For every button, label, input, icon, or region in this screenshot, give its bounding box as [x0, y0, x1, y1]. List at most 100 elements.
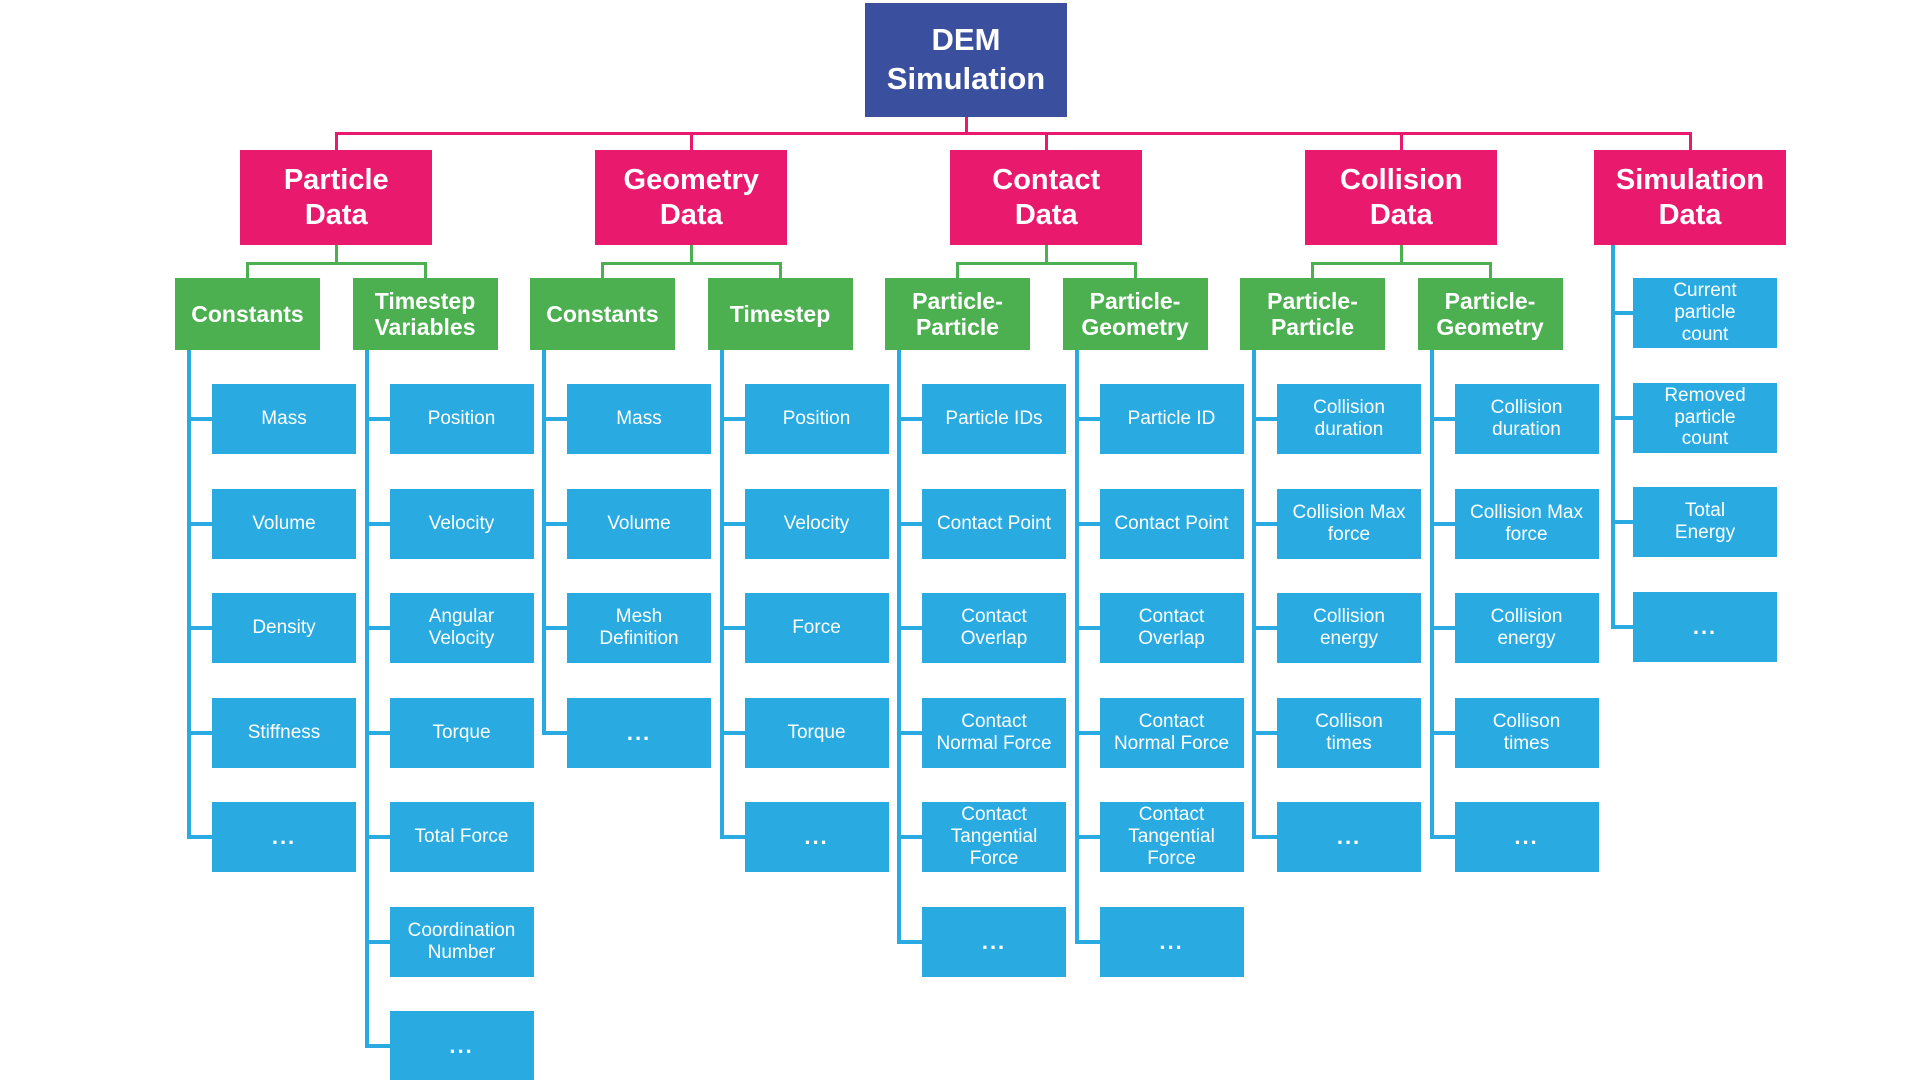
leaf-node-contact-overlap: Contact Overlap — [922, 593, 1066, 663]
connector-blue-horizontal — [719, 521, 747, 526]
connector-green-vertical — [1488, 261, 1492, 280]
connector-blue-horizontal — [897, 521, 924, 526]
leaf-node-contact-normal-force: Contact Normal Force — [922, 697, 1066, 768]
connector-blue-horizontal — [364, 1044, 392, 1048]
connector-blue-horizontal — [187, 626, 214, 630]
connector-blue-horizontal — [1252, 521, 1279, 526]
leaf-node-collision-duration: Collision duration — [1454, 384, 1599, 454]
connector-blue-horizontal — [1611, 415, 1635, 420]
connector-blue-horizontal — [1074, 939, 1102, 944]
leaf-node-position: Position — [744, 384, 889, 454]
connector-blue-horizontal — [897, 835, 924, 839]
connector-pink-vertical — [964, 117, 968, 135]
connector-blue-vertical — [897, 350, 901, 944]
connector-blue-vertical — [187, 350, 191, 839]
group-node-constants: Constants — [530, 278, 675, 350]
leaf-node-particle-ids: Particle IDs — [922, 384, 1066, 454]
connector-blue-horizontal — [364, 730, 392, 735]
leaf-node-torque: Torque — [389, 697, 534, 768]
branch-node-contact-data: Contact Data — [950, 150, 1143, 245]
leaf-node-ellipsis: ... — [1454, 802, 1599, 872]
leaf-node-coordination-number: Coordination Number — [389, 906, 534, 977]
leaf-node-ellipsis: ... — [1099, 906, 1244, 977]
leaf-node-total-energy: Total Energy — [1633, 487, 1777, 557]
leaf-node-collision-duration: Collision duration — [1277, 384, 1421, 454]
connector-pink-vertical — [334, 131, 338, 152]
connector-blue-vertical — [1252, 350, 1256, 839]
leaf-node-ellipsis: ... — [922, 906, 1066, 977]
connector-pink-vertical — [1688, 131, 1692, 152]
connector-pink-vertical — [1044, 131, 1048, 152]
leaf-node-collison-times: Collison times — [1277, 697, 1421, 768]
connector-blue-horizontal — [1429, 521, 1457, 526]
branch-node-collision-data: Collision Data — [1305, 150, 1498, 245]
branch-node-geometry-data: Geometry Data — [595, 150, 788, 245]
leaf-node-removed-particle-count: Removed particle count — [1633, 382, 1777, 453]
leaf-node-mesh-definition: Mesh Definition — [567, 593, 711, 663]
connector-green-horizontal — [601, 261, 782, 265]
group-node-particle-geometry: Particle- Geometry — [1417, 278, 1563, 350]
connector-green-horizontal — [956, 261, 1137, 265]
connector-pink-vertical — [689, 131, 693, 152]
connector-blue-vertical — [1611, 245, 1615, 629]
connector-green-vertical — [778, 261, 782, 280]
connector-blue-horizontal — [1611, 520, 1635, 524]
connector-blue-vertical — [364, 350, 369, 1048]
leaf-node-contact-normal-force: Contact Normal Force — [1099, 697, 1244, 768]
connector-blue-horizontal — [542, 730, 569, 735]
connector-blue-horizontal — [719, 417, 747, 421]
connector-blue-vertical — [1074, 350, 1079, 944]
connector-blue-horizontal — [1429, 730, 1457, 735]
group-node-particle-geometry: Particle- Geometry — [1062, 278, 1208, 350]
connector-blue-horizontal — [897, 939, 924, 944]
leaf-node-ellipsis: ... — [567, 697, 711, 768]
leaf-node-contact-overlap: Contact Overlap — [1099, 593, 1244, 663]
connector-green-vertical — [1133, 261, 1137, 280]
connector-blue-horizontal — [187, 417, 214, 421]
leaf-node-force: Force — [744, 593, 889, 663]
group-node-timestep: Timestep — [707, 278, 853, 350]
leaf-node-collision-max-force: Collision Max force — [1277, 488, 1421, 559]
leaf-node-contact-point: Contact Point — [1099, 488, 1244, 559]
connector-green-vertical — [1311, 261, 1314, 280]
connector-blue-horizontal — [1074, 521, 1102, 526]
leaf-node-mass: Mass — [567, 384, 711, 454]
connector-blue-vertical — [542, 350, 546, 735]
connector-blue-horizontal — [187, 730, 214, 735]
connector-blue-vertical — [719, 350, 724, 839]
connector-blue-horizontal — [542, 417, 569, 421]
connector-blue-horizontal — [1074, 730, 1102, 735]
connector-green-vertical — [423, 261, 427, 280]
leaf-node-ellipsis: ... — [1633, 591, 1777, 662]
connector-blue-horizontal — [1252, 730, 1279, 735]
leaf-node-velocity: Velocity — [389, 488, 534, 559]
connector-blue-horizontal — [187, 835, 214, 839]
connector-blue-horizontal — [187, 521, 214, 526]
leaf-node-ellipsis: ... — [389, 1011, 534, 1080]
leaf-node-total-force: Total Force — [389, 802, 534, 872]
connector-blue-vertical — [1429, 350, 1434, 839]
connector-blue-horizontal — [364, 835, 392, 839]
connector-green-vertical — [334, 245, 338, 265]
connector-green-vertical — [601, 261, 604, 280]
leaf-node-torque: Torque — [744, 697, 889, 768]
connector-blue-horizontal — [542, 521, 569, 526]
leaf-node-collision-energy: Collision energy — [1454, 593, 1599, 663]
connector-blue-horizontal — [364, 626, 392, 630]
leaf-node-volume: Volume — [212, 488, 356, 559]
connector-pink-horizontal — [334, 131, 1692, 135]
connector-green-vertical — [246, 261, 249, 280]
connector-blue-horizontal — [1074, 626, 1102, 630]
connector-green-vertical — [1399, 245, 1403, 265]
connector-blue-horizontal — [1252, 417, 1279, 421]
connector-blue-horizontal — [1611, 311, 1635, 315]
leaf-node-ellipsis: ... — [1277, 802, 1421, 872]
leaf-node-ellipsis: ... — [212, 802, 356, 872]
branch-node-particle-data: Particle Data — [240, 150, 433, 245]
connector-blue-horizontal — [719, 835, 747, 839]
connector-blue-horizontal — [897, 417, 924, 421]
connector-pink-vertical — [1399, 131, 1403, 152]
leaf-node-contact-point: Contact Point — [922, 488, 1066, 559]
leaf-node-density: Density — [212, 593, 356, 663]
